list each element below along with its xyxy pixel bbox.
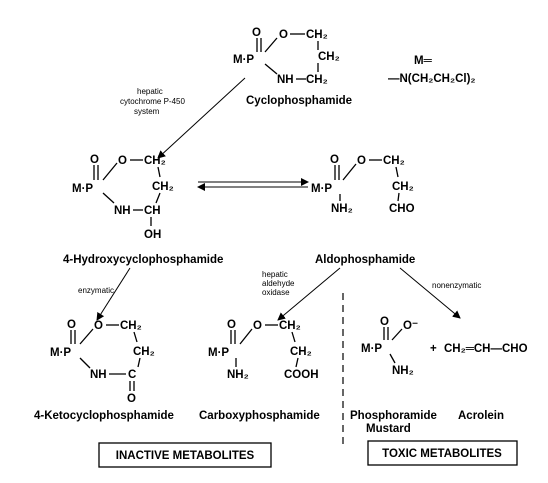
arrow-nonenzymatic: [399, 267, 461, 319]
atom-ch2: CH₂: [306, 74, 328, 86]
aldophosphamide-structure: O M·P O CH₂ CH₂ CHO NH₂ Aldophosphamide: [311, 154, 415, 266]
cyclophosphamide-structure: O M·P O CH₂ CH₂ NH CH₂ Cyclophosphamide: [233, 27, 352, 107]
step-label: enzymatic: [78, 286, 114, 295]
m-definition: M═ —N(CH₂CH₂Cl)₂: [388, 55, 476, 85]
phosphoramide-mustard-label: Mustard: [366, 423, 411, 435]
step-label: cytochrome P-450: [120, 97, 185, 106]
atom-ch2: CH₂: [152, 181, 174, 193]
atom-nh: NH: [114, 205, 131, 217]
atom-o: O: [252, 27, 261, 39]
hydroxycyclophosphamide-label: 4-Hydroxycyclophosphamide: [63, 254, 223, 266]
atom-cooh: COOH: [284, 369, 319, 381]
acrolein-formula: CH₂═CH—CHO: [444, 343, 528, 355]
atom-o: O: [253, 320, 262, 332]
atom-ch: CH: [144, 205, 161, 217]
atom-o: O: [118, 155, 127, 167]
bond: [79, 357, 91, 369]
atom-nh: NH: [277, 74, 294, 86]
inactive-metabolites-label: INACTIVE METABOLITES: [116, 450, 255, 462]
atom-o: O: [380, 316, 389, 328]
bond: [79, 328, 94, 345]
atom-oh: OH: [144, 229, 161, 241]
atom-ch2: CH₂: [133, 346, 155, 358]
phosphoramide-mustard-structure: O M·P O⁻ NH₂ Phosphoramide Mustard: [350, 316, 437, 435]
atom-cho: CHO: [389, 203, 415, 215]
acrolein-structure: + CH₂═CH—CHO Acrolein: [430, 343, 528, 422]
bond: [157, 166, 161, 178]
atom-o: O: [67, 319, 76, 331]
hydroxycyclophosphamide-structure: O M·P O CH₂ CH₂ NH CH OH 4-Hydroxycyclop…: [63, 154, 223, 266]
atom-nh2: NH₂: [227, 369, 249, 381]
bond: [102, 162, 118, 181]
atom-nh2: NH₂: [331, 203, 353, 215]
arrow-enzymatic: [96, 267, 131, 321]
carboxyphosphamide-structure: O M·P O CH₂ CH₂ COOH NH₂ Carboxyphospham…: [199, 319, 320, 422]
plus-sign: +: [430, 343, 437, 355]
bond: [264, 63, 278, 75]
bond: [291, 331, 296, 343]
atom-o: O: [90, 154, 99, 166]
atom-o: O: [94, 320, 103, 332]
bond: [102, 192, 115, 204]
atom-ch2: CH₂: [306, 29, 328, 41]
step-label: aldehyde: [262, 279, 295, 288]
atom-mp: M·P: [208, 347, 229, 359]
step-label: hepatic: [137, 87, 163, 96]
bond: [397, 192, 400, 202]
bond: [239, 328, 253, 345]
aldophosphamide-label: Aldophosphamide: [315, 254, 415, 266]
arrow-p450: [157, 77, 246, 159]
step-label: oxidase: [262, 288, 290, 297]
bond: [264, 37, 278, 53]
inactive-metabolites-box: [98, 442, 272, 468]
atom-mp: M·P: [311, 183, 332, 195]
atom-o: O: [330, 154, 339, 166]
atom-ch2: CH₂: [120, 320, 142, 332]
bond: [295, 357, 299, 368]
atom-c: C: [128, 369, 136, 381]
atom-ch2: CH₂: [318, 51, 340, 63]
step-label: nonenzymatic: [432, 281, 481, 290]
atom-ch2: CH₂: [144, 155, 166, 167]
atom-nh2: NH₂: [392, 365, 414, 377]
phosphoramide-mustard-label: Phosphoramide: [350, 410, 437, 422]
ketocyclophosphamide-label: 4-Ketocyclophosphamide: [34, 410, 174, 422]
bond: [137, 357, 141, 368]
bond: [391, 328, 403, 341]
arrow-aldehyde-oxidase: [277, 267, 341, 321]
m-symbol: M═: [414, 55, 433, 67]
step-label: system: [134, 107, 160, 116]
atom-mp: M·P: [50, 347, 71, 359]
atom-o: O: [227, 319, 236, 331]
toxic-metabolites-box: [367, 440, 518, 466]
cyclophosphamide-label: Cyclophosphamide: [246, 95, 352, 107]
atom-o: O: [127, 393, 136, 405]
atom-ch2: CH₂: [383, 155, 405, 167]
atom-mp: M·P: [233, 54, 254, 66]
bond: [155, 192, 161, 204]
ketocyclophosphamide-structure: O M·P O CH₂ CH₂ NH C O 4-Ketocyclophosph…: [34, 319, 174, 422]
atom-o: O: [357, 155, 366, 167]
bond: [395, 166, 399, 178]
carboxyphosphamide-label: Carboxyphosphamide: [199, 410, 320, 422]
atom-mp: M·P: [72, 183, 93, 195]
atom-nh: NH: [90, 369, 107, 381]
m-formula: —N(CH₂CH₂Cl)₂: [388, 73, 476, 85]
bond: [389, 353, 396, 364]
atom-ch2: CH₂: [290, 346, 312, 358]
acrolein-label: Acrolein: [458, 410, 504, 422]
atom-o-minus: O⁻: [403, 320, 418, 332]
atom-o: O: [279, 29, 288, 41]
step-label: hepatic: [262, 270, 288, 279]
atom-mp: M·P: [361, 343, 382, 355]
toxic-metabolites-label: TOXIC METABOLITES: [382, 448, 502, 460]
atom-ch2: CH₂: [279, 320, 301, 332]
atom-ch2: CH₂: [392, 181, 414, 193]
bond: [133, 331, 138, 343]
bond: [342, 163, 357, 181]
